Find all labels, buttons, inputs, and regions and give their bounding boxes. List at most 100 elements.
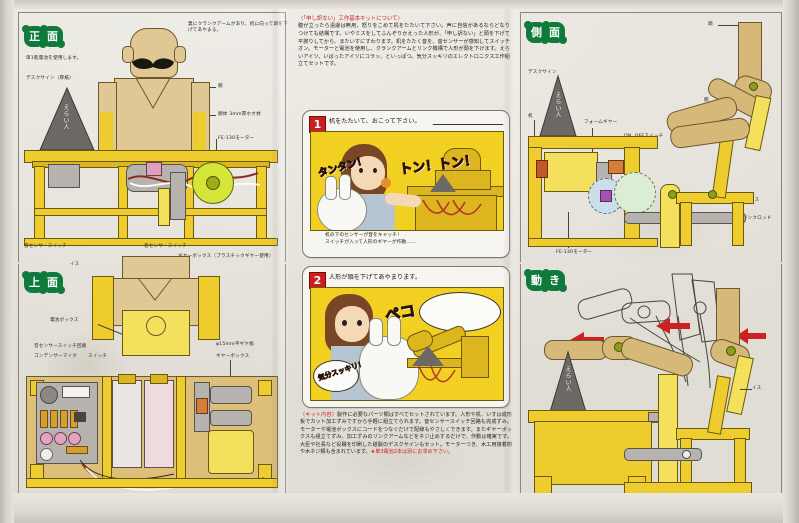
doll-collar-top	[137, 277, 173, 301]
crank-rod	[158, 188, 170, 226]
label-desk: 机	[528, 114, 533, 119]
doll-arm-left-top	[92, 276, 114, 340]
label-crank-arm-note: 裏にクランクアームがあり、机に向って頭を下げてあやまる。	[188, 22, 288, 33]
section-badge-top: 上 面	[22, 271, 65, 294]
label-mic: コンデンサーマイク	[34, 354, 78, 359]
badge-char: 面	[40, 25, 65, 48]
doll-collar	[135, 77, 171, 110]
badge-char: 側	[524, 21, 549, 44]
step-title-1: 机をたたいて、おこって下さい。	[329, 118, 421, 125]
nameplate-text: えらい人	[554, 92, 561, 118]
resistor	[50, 410, 58, 428]
desk-sign-nameplate: えらい人	[538, 74, 578, 138]
badge-char: 動	[524, 269, 549, 292]
bunny-ear	[325, 176, 337, 200]
chair-leg	[732, 202, 744, 246]
gear-shaft	[210, 410, 252, 426]
girl-eye	[357, 320, 362, 326]
label-gearbox: ギヤーボックス（プラスチックギヤー使用）	[178, 254, 274, 259]
label-arm: 腕	[218, 84, 223, 89]
doll-moustache	[132, 58, 174, 70]
chair-leg	[680, 202, 692, 246]
battery-terminal	[118, 374, 136, 384]
desk-corner	[258, 380, 272, 396]
doll-ear-right	[174, 46, 186, 63]
doll-sleeve-right	[193, 112, 206, 152]
desk-stretcher	[34, 208, 267, 216]
label-battery-box: 電池ボックス	[50, 318, 79, 323]
desk-leg-left	[34, 166, 45, 242]
chair-leg	[680, 438, 692, 486]
scan-edge-left	[0, 0, 14, 523]
section-badge-side: 側 面	[524, 21, 567, 44]
step-title-2: 人形が頭を下げてあやまります。	[329, 274, 422, 281]
label-motor: FE-130モーター	[218, 136, 255, 141]
scan-edge-bottom	[0, 493, 799, 523]
panel-motion: 動 き	[520, 264, 782, 498]
leader-line	[534, 120, 535, 140]
coupler	[196, 398, 208, 414]
gear-hub	[600, 190, 612, 202]
capacitor	[54, 432, 67, 445]
label-desk-sign: デスクサイン（厚紙）	[26, 76, 74, 81]
nameplate-text: えらい人	[62, 104, 69, 130]
panel-frame	[520, 12, 782, 262]
pivot-screw	[726, 346, 736, 356]
girl-face	[335, 306, 369, 342]
nameplate-text: えらい人	[564, 366, 571, 392]
label-sensor-circuit: 音センサースイッチ	[24, 244, 67, 249]
label-switch: 音センサースイッチ	[144, 244, 187, 249]
label-crank-rod: クランクロッド	[738, 216, 772, 221]
capacitor	[146, 162, 162, 176]
leader-line	[718, 25, 740, 26]
pivot-hole	[146, 316, 166, 336]
motor-body	[210, 386, 252, 404]
desk-base	[24, 238, 278, 246]
illus-chair	[461, 336, 489, 378]
rod-pivot	[682, 450, 691, 459]
battery-cell	[144, 380, 174, 468]
label-battery: 単1乾電池を使用します。	[26, 56, 82, 61]
label-chair: イス	[750, 198, 760, 203]
badge-char: き	[542, 269, 567, 292]
section-badge-front: 正 面	[22, 25, 65, 48]
section-badge-motion: 動 き	[524, 269, 567, 292]
intro-body: 腹が立ったら遠慮は無用、怒りをこめて机をたたいて下さい。声に自信があるならどなり…	[298, 23, 510, 68]
wiring-harness	[79, 459, 265, 491]
girl-ear-accent	[381, 178, 391, 188]
kit-note-warning: ★単3電池2本は別にお求め下さい。	[370, 449, 454, 456]
step-rule	[433, 124, 503, 125]
microphone	[40, 386, 58, 404]
bunny-ear	[339, 174, 351, 200]
gear-small	[614, 172, 656, 214]
kit-note-tag: 〔キット内容〕	[300, 412, 337, 418]
panel-side-view: 側 面 デスクサイン 頭 腕 机 フォームギヤー ON, OFFスイッチ イス …	[520, 12, 782, 262]
battery-cell	[112, 380, 142, 468]
leader-line	[740, 389, 752, 390]
bunny-ear	[387, 316, 401, 346]
label-head: 頭	[708, 22, 713, 27]
motor-body	[544, 152, 598, 192]
illus-wires	[418, 365, 456, 383]
label-switch: スイッチ	[88, 354, 108, 359]
girl-eye	[373, 168, 377, 173]
step-1-illustration: タンタン！ トン！トン！	[310, 131, 504, 231]
badge-char: 正	[22, 25, 47, 48]
illus-nameplate	[412, 346, 444, 366]
doll-head-top	[122, 256, 190, 280]
doll-arm-right-top	[198, 276, 220, 340]
kit-note-body: 製作に必要なパーツ類はすべてセットされています。人形や机、いすは成形板でカット加…	[300, 412, 512, 456]
desk-sign-nameplate: えらい人	[548, 350, 588, 414]
label-motor: FE-130モーター	[556, 250, 593, 255]
capacitor	[68, 432, 81, 445]
gearbox-top	[208, 430, 254, 474]
girl-eye	[359, 168, 363, 173]
motor-terminal	[536, 160, 548, 178]
chair-post	[658, 374, 678, 488]
intro-block: 〈「申し訳ない」工作基本キットについて〉 腹が立ったら遠慮は無用、怒りをこめて机…	[298, 16, 510, 69]
label-sensor-circuit: 音センサースイッチ回路	[34, 344, 87, 349]
ic-chip	[74, 412, 86, 422]
panel-frame	[18, 12, 286, 262]
step-1-caption: 机の下のセンサーが音をキャッチ！ スイッチが入って人形のギヤーが作動……	[325, 233, 416, 245]
